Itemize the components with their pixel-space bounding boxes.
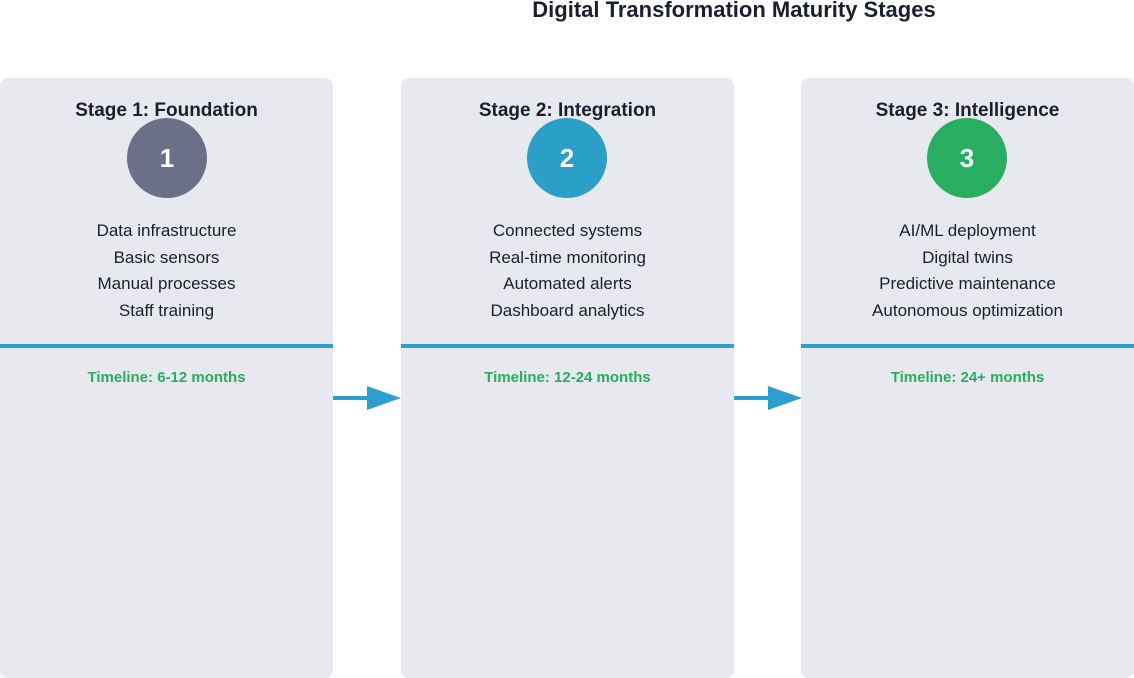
stage-number-badge: 2 (527, 118, 607, 198)
list-item: Dashboard analytics (490, 300, 645, 320)
stage-title: Stage 1: Foundation (75, 100, 258, 121)
list-item: Basic sensors (113, 247, 220, 267)
list-item: Data infrastructure (96, 221, 237, 240)
list-item: Connected systems (492, 221, 643, 240)
list-item: Automated alerts (503, 274, 632, 293)
stage-number-badge: 1 (127, 118, 207, 198)
stage-item-list: AI/ML deployment Digital twins Predictiv… (801, 218, 1134, 324)
stage-title: Stage 3: Intelligence (875, 100, 1060, 121)
stage-timeline: Timeline: 6-12 months (87, 369, 246, 386)
list-item: AI/ML deployment (899, 221, 1036, 240)
diagram-title: Digital Transformation Maturity Stages (532, 0, 936, 22)
stage-divider (0, 344, 333, 348)
stage-divider (401, 344, 734, 348)
stage-divider (801, 344, 1134, 348)
list-item: Predictive maintenance (879, 274, 1056, 293)
list-item: Autonomous optimization (872, 300, 1063, 320)
arrow-right-icon (333, 386, 401, 410)
stage-card-foundation: Stage 1: Foundation 1 Data infrastructur… (0, 78, 333, 678)
stage-timeline: Timeline: 12-24 months (484, 369, 651, 386)
stage-card-intelligence: Stage 3: Intelligence 3 AI/ML deployment… (801, 78, 1134, 678)
list-item: Digital twins (922, 247, 1013, 267)
stage-timeline: Timeline: 24+ months (890, 369, 1045, 386)
list-item: Real-time monitoring (489, 247, 646, 267)
list-item: Manual processes (97, 274, 236, 293)
stage-title: Stage 2: Integration (478, 100, 657, 121)
stage-number-badge: 3 (927, 118, 1007, 198)
stage-item-list: Data infrastructure Basic sensors Manual… (0, 218, 333, 324)
list-item: Staff training (118, 300, 215, 320)
stage-card-integration: Stage 2: Integration 2 Connected systems… (401, 78, 734, 678)
stage-item-list: Connected systems Real-time monitoring A… (401, 218, 734, 324)
arrow-right-icon (734, 386, 802, 410)
